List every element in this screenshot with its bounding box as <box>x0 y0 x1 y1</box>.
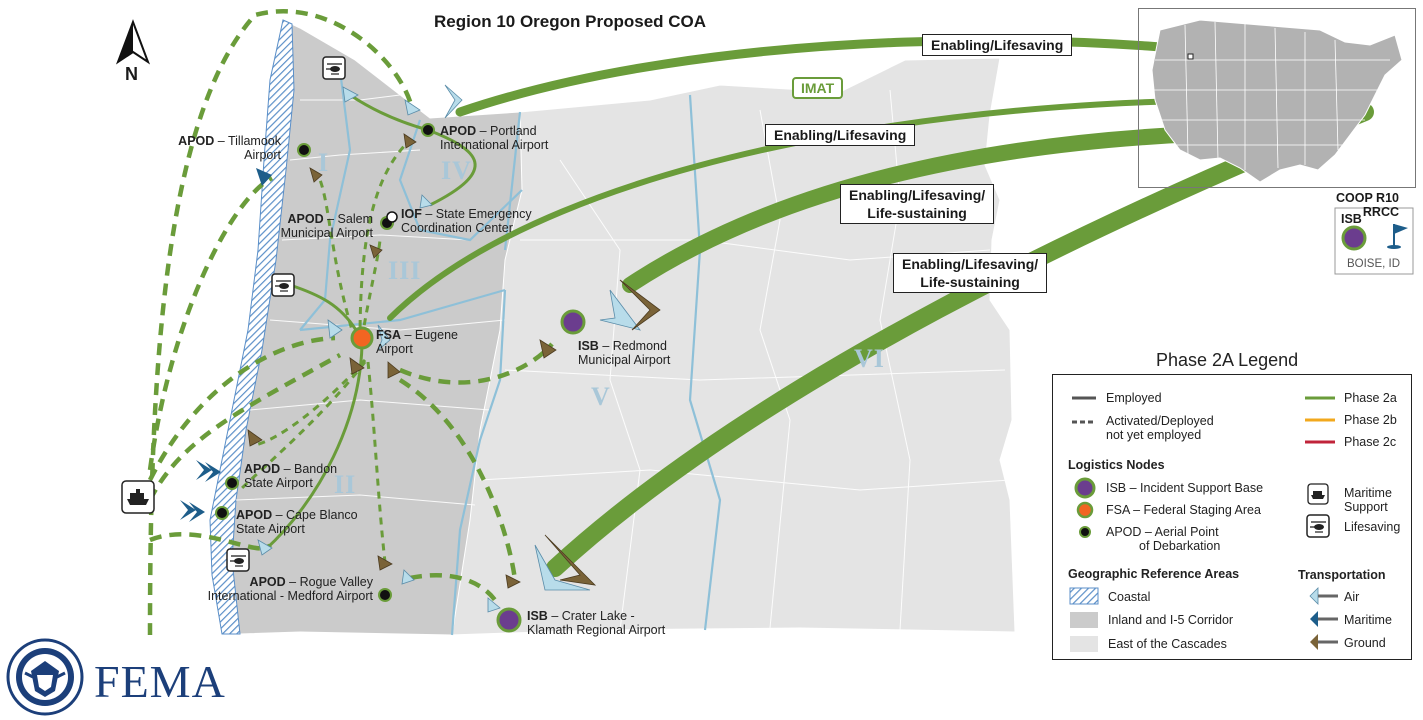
legend-activated: Activated/Deployed not yet employed <box>1106 414 1214 442</box>
legend-apod-line1: APOD – Aerial Point <box>1106 525 1219 539</box>
coop-label: COOP R10 RRCC <box>1336 191 1399 219</box>
coop-isb-marker <box>1341 225 1367 251</box>
legend-employed: Employed <box>1106 391 1162 405</box>
region-label-V: V <box>591 382 611 411</box>
legend-apod: APOD – Aerial Point of Debarkation <box>1106 525 1220 553</box>
legend-panel <box>1052 374 1412 660</box>
legend-fsa: FSA – Federal Staging Area <box>1106 503 1261 517</box>
coop-box <box>1334 207 1414 275</box>
county-lines <box>235 89 1011 631</box>
legend-geo-header: Geographic Reference Areas <box>1068 567 1240 581</box>
north-arrow-icon <box>115 19 151 65</box>
flow-label-enabling-lifesaving-4: Enabling/Lifesaving/ Life-sustaining <box>893 253 1048 293</box>
isb-crater-lake-marker <box>496 607 522 633</box>
activated-routes <box>147 9 554 636</box>
legend-ground: Ground <box>1344 636 1386 650</box>
legend-transport-header: Transportation <box>1298 568 1386 582</box>
flow-label-enabling-lifesaving-2: Enabling/Lifesaving <box>765 124 916 146</box>
label-crater-lake: ISB – Crater Lake -Klamath Regional Airp… <box>527 609 666 637</box>
flow-label-imat: IMAT <box>792 77 844 99</box>
region-label-III: III <box>388 256 422 285</box>
ground-chevrons <box>247 133 661 589</box>
flow-label-line: Enabling/Lifesaving/ <box>902 256 1039 272</box>
flow-label-line: Life-sustaining <box>867 205 967 221</box>
flow-label-enabling-lifesaving-3: Enabling/Lifesaving/ Life-sustaining <box>840 184 995 224</box>
coop-flag-icon <box>1387 224 1408 249</box>
region-label-II: II <box>334 470 357 499</box>
legend-lifesaving: Lifesaving <box>1344 520 1401 534</box>
dhs-seal-icon <box>6 638 84 716</box>
north-label: N <box>125 64 138 84</box>
legend-maritime-support: Maritime Support <box>1344 486 1392 514</box>
legend-apod-line2: of Debarkation <box>1139 539 1221 553</box>
legend-maritime: Maritime <box>1344 613 1392 627</box>
coop-place: BOISE, ID <box>1347 258 1401 270</box>
legend-east: East of the Cascades <box>1108 637 1227 651</box>
air-chevrons <box>257 84 641 613</box>
legend-phase-2a: Phase 2a <box>1344 391 1397 405</box>
legend-title: Phase 2A Legend <box>1156 350 1299 370</box>
region-label-I: I <box>318 148 330 177</box>
legend-maritime-line2: Support <box>1344 500 1388 514</box>
isb-redmond-marker <box>560 309 586 335</box>
legend-phase-2b: Phase 2b <box>1344 413 1397 427</box>
legend-activated-line1: Activated/Deployed <box>1106 414 1214 428</box>
flow-label-line: Enabling/Lifesaving/ <box>849 187 986 203</box>
us-inset-map <box>1151 19 1403 183</box>
maritime-ship-icon <box>121 480 155 514</box>
region-label-VI: VI <box>854 344 885 373</box>
legend-maritime-line1: Maritime <box>1344 486 1392 500</box>
region-label-IV: IV <box>441 156 472 185</box>
flow-label-line: Life-sustaining <box>920 274 1020 290</box>
lifesaving-icon <box>322 56 346 80</box>
legend-coastal: Coastal <box>1108 590 1151 604</box>
legend-air: Air <box>1344 590 1360 604</box>
inset-frame <box>1138 8 1416 188</box>
legend-inland: Inland and I-5 Corridor <box>1108 613 1234 627</box>
maritime-chevrons <box>180 168 272 522</box>
fsa-eugene-marker <box>350 326 374 350</box>
flow-label-enabling-lifesaving-1: Enabling/Lifesaving <box>922 34 1073 56</box>
fema-logo: FEMA <box>94 656 226 707</box>
iof-marker <box>386 211 398 223</box>
coop-line2: RRCC <box>1362 205 1399 219</box>
lifesaving-icon <box>226 548 250 572</box>
legend-isb: ISB – Incident Support Base <box>1106 481 1264 495</box>
legend-activated-line2: not yet employed <box>1106 428 1202 442</box>
map-title: Region 10 Oregon Proposed COA <box>434 12 707 31</box>
legend-logistics-header: Logistics Nodes <box>1068 458 1165 472</box>
coop-line1: COOP R10 <box>1336 191 1399 205</box>
legend-symbols <box>1069 396 1338 652</box>
lifesaving-icon <box>271 273 295 297</box>
legend-phase-2c: Phase 2c <box>1344 435 1397 449</box>
coop-isb-label: ISB <box>1341 212 1362 226</box>
